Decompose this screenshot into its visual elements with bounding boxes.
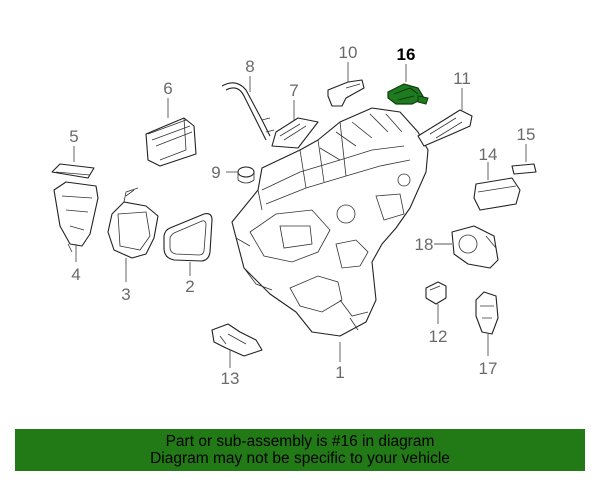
callout-17: 17 (479, 359, 498, 378)
part-9-grommet (237, 166, 255, 184)
callout-15: 15 (517, 125, 536, 144)
callout-14: 14 (479, 145, 498, 164)
part-14-cabin-filter (473, 177, 521, 211)
callout-9: 9 (211, 163, 220, 182)
leader-lines (73, 62, 527, 368)
info-banner: Part or sub-assembly is #16 in diagram D… (15, 429, 585, 471)
callout-2: 2 (185, 277, 194, 296)
callout-8: 8 (245, 57, 254, 76)
part-15-small-filter (511, 163, 537, 175)
part-17-bracket (475, 291, 499, 335)
part-13-connector (211, 323, 263, 357)
part-10-sensor (327, 79, 365, 107)
part-12-clip (425, 281, 447, 305)
callout-10: 10 (339, 43, 358, 62)
part-2-gasket (163, 213, 213, 262)
part-3-actuator (107, 187, 159, 264)
callout-12: 12 (429, 327, 448, 346)
callout-16-highlighted: 16 (397, 45, 416, 64)
part-5-filter (51, 163, 95, 179)
callout-1: 1 (335, 363, 344, 382)
callout-13: 13 (221, 369, 240, 388)
callout-6: 6 (163, 79, 172, 98)
banner-line-1: Part or sub-assembly is #16 in diagram (165, 433, 435, 450)
callout-4: 4 (71, 265, 80, 284)
part-18-blower-motor (451, 225, 499, 269)
part-8-pipes (221, 82, 275, 141)
part-1-hvac-housing (231, 107, 429, 337)
part-7-filter-panel (271, 117, 319, 149)
part-4-duct (53, 181, 99, 253)
callout-18: 18 (415, 235, 434, 254)
callout-3: 3 (121, 285, 130, 304)
callout-5: 5 (69, 127, 78, 146)
banner-line-2: Diagram may not be specific to your vehi… (150, 450, 450, 467)
part-16-blower-resistor (387, 83, 429, 105)
part-11-actuator-arm (417, 109, 473, 147)
callout-7: 7 (289, 81, 298, 100)
part-6-evaporator-core (145, 117, 197, 167)
callout-11: 11 (453, 69, 471, 88)
callout-labels: 1 2 3 4 5 6 7 8 9 10 11 12 13 14 15 16 1… (69, 43, 535, 388)
